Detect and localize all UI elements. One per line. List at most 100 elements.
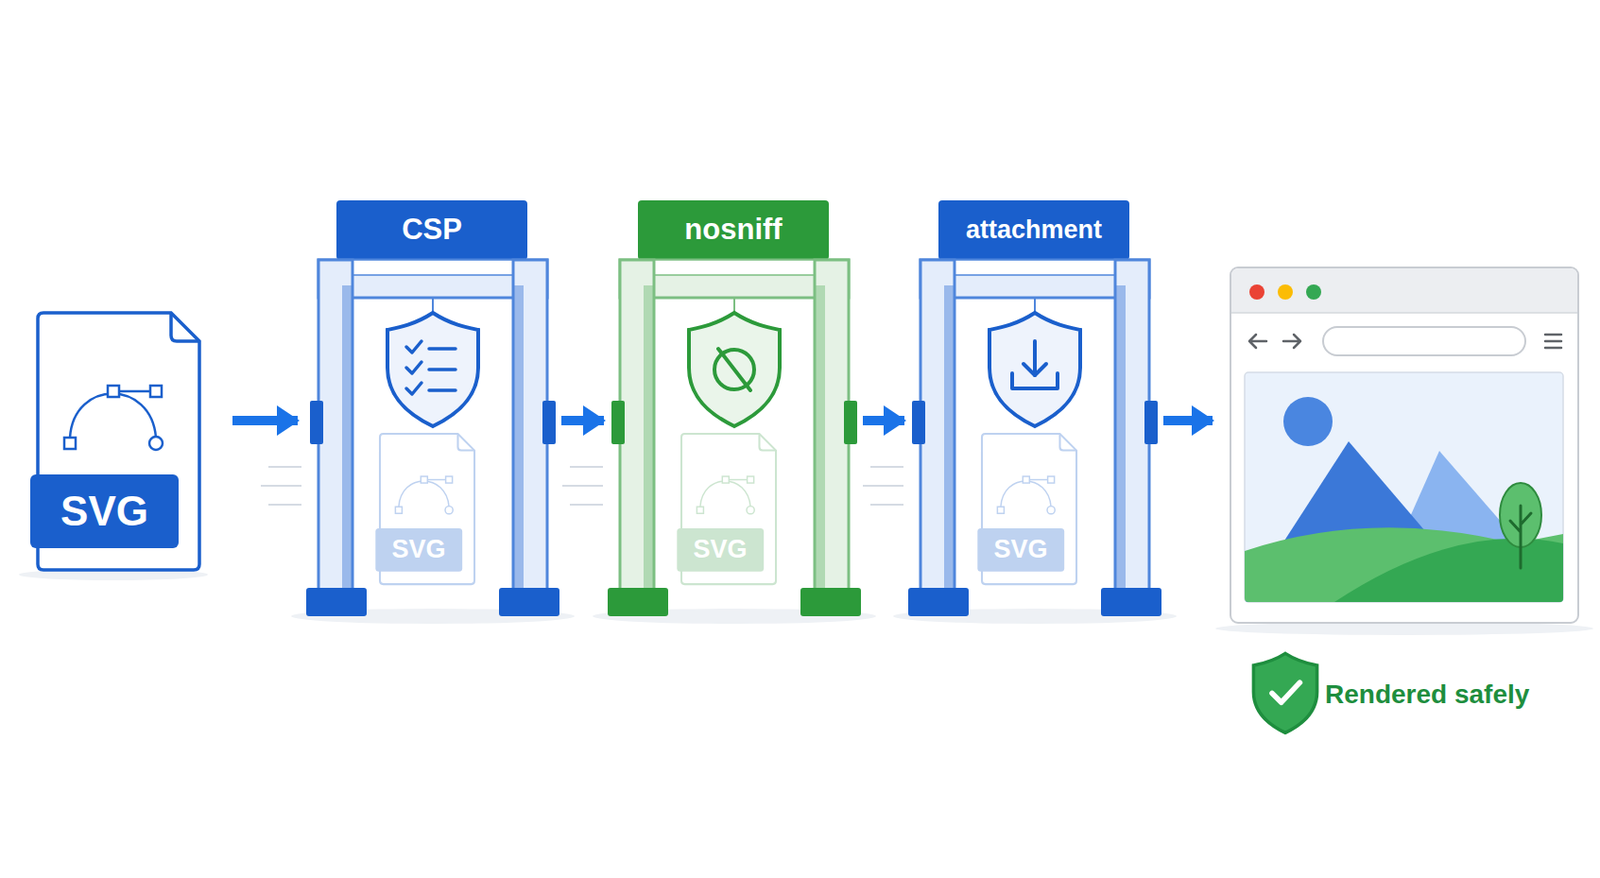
node-label: SVG (375, 528, 463, 572)
gate-beam-inner (939, 259, 1131, 276)
gate-foot (1101, 587, 1162, 617)
download-icon (1012, 341, 1058, 389)
menu-icon (1545, 334, 1562, 348)
check-line (429, 388, 456, 393)
flow-arrow (561, 415, 604, 426)
pillar-edge (814, 285, 826, 598)
gate-beam-inner (337, 259, 529, 276)
gate-sensor (611, 400, 625, 445)
browser-window (1215, 267, 1594, 636)
gate-foot (306, 587, 367, 617)
download-stem (1032, 341, 1037, 376)
checklist (406, 341, 456, 395)
gate-header (336, 200, 528, 260)
flow-arrow (862, 415, 905, 426)
motion-line (870, 465, 904, 468)
csp-gate (260, 200, 575, 624)
motion-lines (862, 466, 904, 505)
gate-foot (800, 587, 861, 617)
motion-line (260, 484, 302, 487)
gate-foot (498, 587, 560, 617)
hill-front (1334, 538, 1564, 603)
gate-sensor (1144, 400, 1158, 445)
gate-node: CSPSVG (306, 200, 560, 623)
tree-trunk (1510, 505, 1532, 568)
gate-pillar (920, 259, 955, 598)
node-label: SVG (977, 528, 1065, 572)
gate-foot (908, 587, 969, 617)
badge-check (1272, 682, 1300, 703)
passing-file-node: SVG (379, 433, 475, 585)
pillar-edge (643, 285, 654, 598)
gate-foot (607, 587, 669, 617)
gate-beam-inner (638, 259, 830, 276)
motion-line (268, 465, 302, 468)
browser-tab-bar (1231, 268, 1578, 313)
gate-sensor (911, 400, 926, 445)
passing-file (375, 433, 475, 585)
check-mark (406, 382, 422, 395)
download-tray (1012, 373, 1058, 389)
badge-shield (1253, 653, 1317, 733)
pillar-edge (342, 285, 353, 598)
motion-lines (260, 466, 302, 505)
check-mark (406, 341, 422, 353)
forward-arrow (1283, 334, 1301, 348)
gate-pillar (513, 259, 548, 598)
gate-pillar (619, 259, 654, 598)
image-panel (1244, 372, 1564, 603)
passing-file-node: SVG (981, 433, 1077, 585)
check-mark (406, 361, 422, 374)
flow-arrow (232, 415, 298, 426)
sun (1283, 396, 1333, 447)
node-label: SVG (676, 528, 764, 572)
download-shield (989, 312, 1081, 427)
passing-file (676, 433, 776, 585)
motion-line (569, 465, 603, 468)
pillar-edge (944, 285, 955, 598)
window-dot (1277, 284, 1293, 300)
gate-pillar (318, 259, 353, 598)
motion-line (562, 484, 603, 487)
gate-pillar (814, 259, 849, 598)
checklist-shield (387, 312, 479, 427)
motion-line (862, 484, 904, 487)
address-bar (1323, 326, 1526, 356)
motion-lines (562, 466, 603, 505)
gate-node: attachmentSVG (908, 200, 1162, 623)
block-slash (718, 348, 751, 391)
safe-badge (1253, 653, 1317, 733)
landscape (1244, 396, 1564, 603)
back-arrow (1249, 334, 1267, 348)
passing-file-node: SVG (681, 433, 776, 585)
ground-shadow (1215, 621, 1594, 636)
node-label: attachment (938, 200, 1130, 260)
gate-sensor (843, 400, 858, 445)
svg-file (30, 312, 200, 570)
gate-header (938, 200, 1130, 260)
shield-outline (387, 312, 479, 427)
node-label: nosniff (637, 200, 829, 260)
pillar-edge (1115, 285, 1126, 598)
download-head (1023, 363, 1047, 376)
browser-frame (1230, 267, 1579, 623)
browser-node: Rendered safely (1230, 267, 1579, 623)
motion-line (870, 503, 904, 506)
shield-outline (989, 312, 1081, 427)
motion-line (268, 503, 302, 506)
flow-arrow (1163, 415, 1213, 426)
gate-sensor (309, 400, 324, 445)
pillar-edge (513, 285, 524, 598)
gate-header (637, 200, 829, 260)
block-circle (714, 349, 755, 390)
block-shield (688, 312, 780, 427)
gate-pillar (1115, 259, 1150, 598)
gate-node: nosniffSVG (607, 200, 861, 623)
shield-outline (688, 312, 780, 427)
browser-divider (1231, 311, 1578, 314)
window-dot (1249, 284, 1265, 300)
file-node: SVG (37, 312, 200, 570)
